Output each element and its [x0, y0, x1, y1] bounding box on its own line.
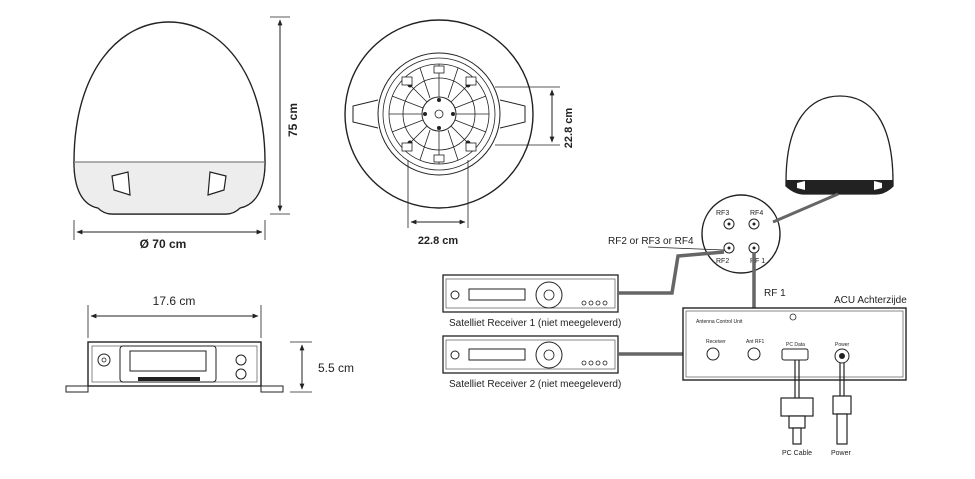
satellite-receiver-2: [442, 335, 619, 374]
port-rf2: RF2: [716, 258, 729, 265]
power-cable-label: Power: [831, 450, 852, 457]
dome-side-view: 75 cm Ø 70 cm: [73, 16, 300, 251]
acu-rear-title: ACU Achterzijde: [834, 295, 907, 306]
port-rf1: RF 1: [750, 258, 765, 265]
dome-height-label: 75 cm: [286, 103, 300, 137]
rf1-label: RF 1: [764, 288, 786, 299]
acu-width-label: 17.6 cm: [153, 294, 196, 308]
acu-panel-label: Antenna Control Unit: [696, 319, 743, 325]
dome-bottom-view: 22.8 cm 22.8 cm: [344, 19, 575, 247]
rf-connector-panel: RF3 RF4 RF2 RF 1: [701, 194, 781, 274]
pc-cable-label: PC Cable: [782, 450, 812, 457]
pc-cable: [780, 360, 814, 445]
acu-front-unit: [65, 341, 284, 393]
acu-port-receiver: Receiver: [706, 339, 726, 345]
acu-port-power: Power: [835, 342, 850, 348]
acu-port-pc-data: PC Data: [786, 342, 805, 348]
receiver-2-label: Satelliet Receiver 2 (niet meegeleverd): [449, 379, 621, 390]
dome-diameter-label: Ø 70 cm: [140, 237, 187, 251]
satellite-receiver-1: [442, 274, 619, 313]
acu-port-ant-rf1: Ant RF1: [746, 339, 765, 345]
port-rf3: RF3: [716, 210, 729, 217]
acu-height-label: 5.5 cm: [318, 361, 354, 375]
power-cable: [832, 363, 852, 445]
base-horizontal-label: 22.8 cm: [418, 235, 459, 247]
rf-junction-label: RF2 or RF3 or RF4: [608, 236, 694, 247]
dome-small: [785, 95, 894, 195]
port-rf4: RF4: [750, 210, 763, 217]
receiver-1-label: Satelliet Receiver 1 (niet meegeleverd): [449, 318, 621, 329]
base-vertical-label: 22.8 cm: [563, 108, 575, 149]
